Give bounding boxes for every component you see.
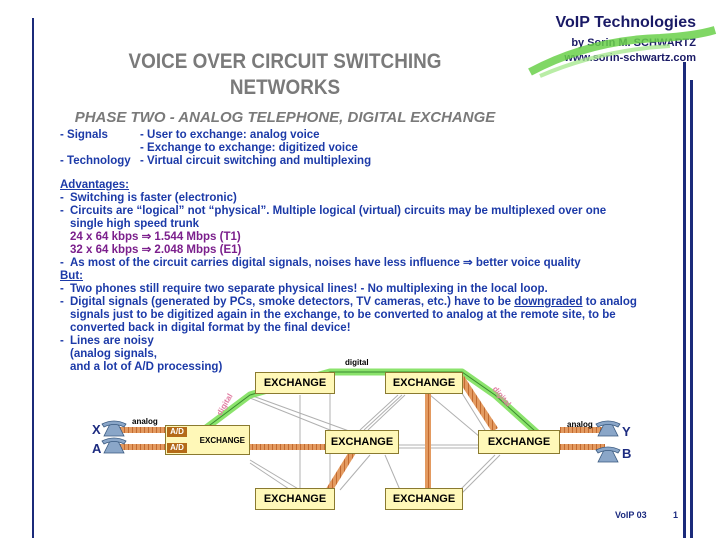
exchange-middle: EXCHANGE [325, 430, 399, 454]
but-item-2-line3: converted back in digital format by the … [70, 322, 351, 334]
but-item-2-part-a: Digital signals (generated by PCs, smoke… [70, 296, 515, 308]
trunk-hatch-2 [425, 385, 431, 493]
but-bullet-3: - [60, 335, 64, 347]
but-item-3-line2: (analog signals, [70, 348, 157, 360]
exchange-bottom-left: EXCHANGE [255, 488, 335, 510]
brand-title: VoIP Technologies [555, 14, 696, 31]
but-bullet-1: - [60, 283, 64, 295]
advantages-rate-t1: 24 x 64 kbps ⇒ 1.544 Mbps (T1) [70, 231, 241, 243]
trunk-hatch-3 [324, 450, 356, 495]
exchange-top-right: EXCHANGE [385, 372, 463, 394]
overview-label-signals: - Signals [60, 129, 108, 141]
brand-swoosh-icon [528, 26, 717, 78]
overview-text-3: - Virtual circuit switching and multiple… [140, 155, 372, 167]
phone-b-icon [595, 446, 621, 463]
but-item-2-underlined: downgraded [514, 296, 583, 308]
ad-converter-x: A/D [167, 427, 187, 437]
but-heading: But: [60, 270, 83, 282]
advantages-item-1: Switching is faster (electronic) [70, 192, 237, 204]
advantages-rate-e1: 32 x 64 kbps ⇒ 2.048 Mbps (E1) [70, 244, 242, 256]
advantages-heading: Advantages: [60, 179, 130, 191]
phone-y-icon [595, 420, 621, 437]
but-item-2-part-b: to analog [582, 296, 637, 308]
but-item-3: Lines are noisy [70, 335, 154, 347]
node-b-label: B [622, 446, 632, 461]
decor-bar-right-2 [690, 80, 693, 538]
footer-label: VoIP 03 [615, 510, 647, 520]
label-analog-left: analog [132, 417, 158, 426]
local-loop-x [120, 427, 165, 433]
phone-a-icon [101, 437, 127, 454]
local-loop-y [560, 427, 605, 433]
phone-x-icon [101, 420, 127, 437]
local-loop-a [120, 444, 165, 450]
advantages-bullet-3: - [60, 257, 64, 269]
node-y-label: Y [622, 424, 631, 439]
local-loop-b [560, 444, 605, 450]
slide-subtitle: PHASE TWO - ANALOG TELEPHONE, DIGITAL EX… [74, 109, 496, 126]
exchange-bottom-right: EXCHANGE [385, 488, 463, 510]
but-item-2-line2: signals just to be digitized again in th… [70, 309, 616, 321]
slide-title-line1: VOICE OVER CIRCUIT SWITCHING [128, 50, 442, 73]
ad-converter-a: A/D [167, 443, 187, 453]
advantages-item-2: Circuits are “logical” not “physical”. M… [70, 205, 607, 217]
exchange-right: EXCHANGE [478, 430, 560, 454]
but-item-1: Two phones still require two separate ph… [70, 283, 548, 295]
but-item-3-line3: and a lot of A/D processing) [70, 361, 223, 373]
label-analog-right: analog [567, 420, 593, 429]
node-x-label: X [92, 422, 101, 437]
footer-page-number: 1 [673, 510, 679, 520]
advantages-bullet-1: - [60, 192, 64, 204]
trunk-hatch-1 [250, 444, 325, 450]
label-digital-top: digital [345, 358, 369, 367]
overview-label-technology: - Technology [60, 155, 131, 167]
overview-text-1: - User to exchange: analog voice [140, 129, 320, 141]
advantages-item-2-cont: single high speed trunk [70, 218, 200, 230]
decor-bar-left [32, 18, 34, 538]
but-bullet-2: - [60, 296, 64, 308]
exchange-top-left: EXCHANGE [255, 372, 335, 394]
trunk-hatch-4 [458, 376, 498, 432]
but-item-2: Digital signals (generated by PCs, smoke… [70, 295, 637, 309]
node-a-label: A [92, 441, 102, 456]
overview-text-2: - Exchange to exchange: digitized voice [140, 142, 358, 154]
advantages-bullet-2: - [60, 205, 64, 217]
advantages-item-3: As most of the circuit carries digital s… [70, 257, 581, 269]
decor-bar-right-1 [683, 62, 686, 538]
slide-title-line2: NETWORKS [229, 76, 341, 99]
